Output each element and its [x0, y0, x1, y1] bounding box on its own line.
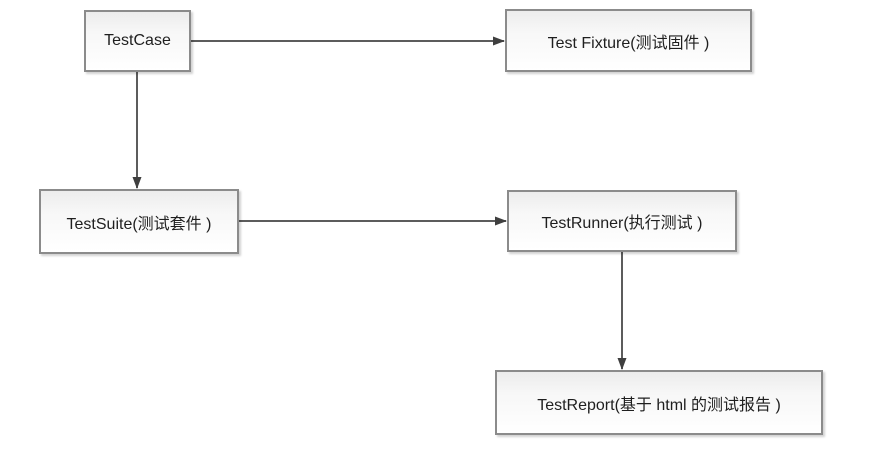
node-testsuite-label: TestSuite(测试套件 ) [66, 215, 212, 233]
node-testrunner-label: TestRunner(执行测试 ) [541, 215, 703, 232]
node-testreport: TestReport(基于 html 的测试报告 ) [495, 370, 823, 435]
node-testreport-label: TestReport(基于 html 的测试报告 ) [537, 396, 781, 414]
node-test-fixture-label: Test Fixture(测试固件 ) [547, 34, 710, 52]
node-testcase-label: TestCase [104, 32, 171, 49]
node-testsuite: TestSuite(测试套件 ) [39, 189, 239, 254]
node-testrunner: TestRunner(执行测试 ) [507, 190, 737, 252]
node-test-fixture: Test Fixture(测试固件 ) [505, 9, 752, 72]
node-testcase: TestCase [84, 10, 191, 72]
